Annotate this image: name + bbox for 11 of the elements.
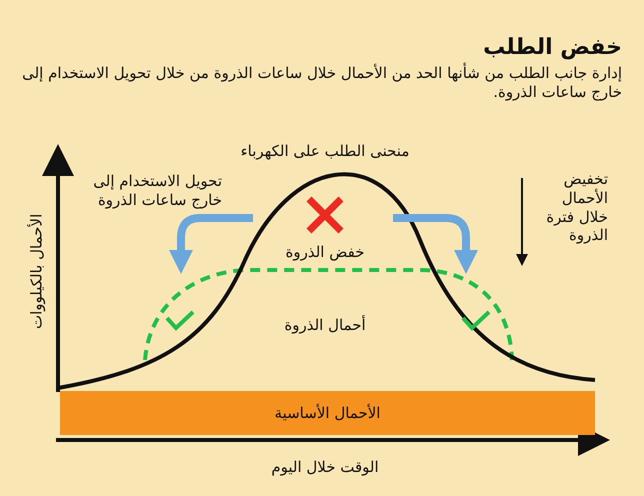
reduction-label: تخفيض الأحمال خلال فترة الذروة — [545, 170, 608, 245]
band-label: الأحمال الأساسية — [274, 404, 380, 422]
axis-title: الأحمال بالكيلووات — [28, 212, 46, 332]
peak-load-label: أحمال الذروة — [283, 316, 367, 335]
title: خفض الطلب — [483, 34, 622, 62]
peak-shaving-label: خفض الذروة — [284, 243, 366, 262]
axis-title: الوقت خلال اليوم — [270, 458, 380, 477]
shift-label: تحويل الاستخدام إلى خارج ساعات الذروة — [92, 172, 222, 210]
description-text: إدارة جانب الطلب من شأنها الحد من الأحمال خلال ساعات الذروة من خلال تحويل الاستخدام إلى خارج ساعات الذروة. — [22, 64, 622, 102]
base-load-band — [60, 391, 595, 435]
curve-label: منحنى الطلب على الكهرباء — [240, 142, 410, 161]
